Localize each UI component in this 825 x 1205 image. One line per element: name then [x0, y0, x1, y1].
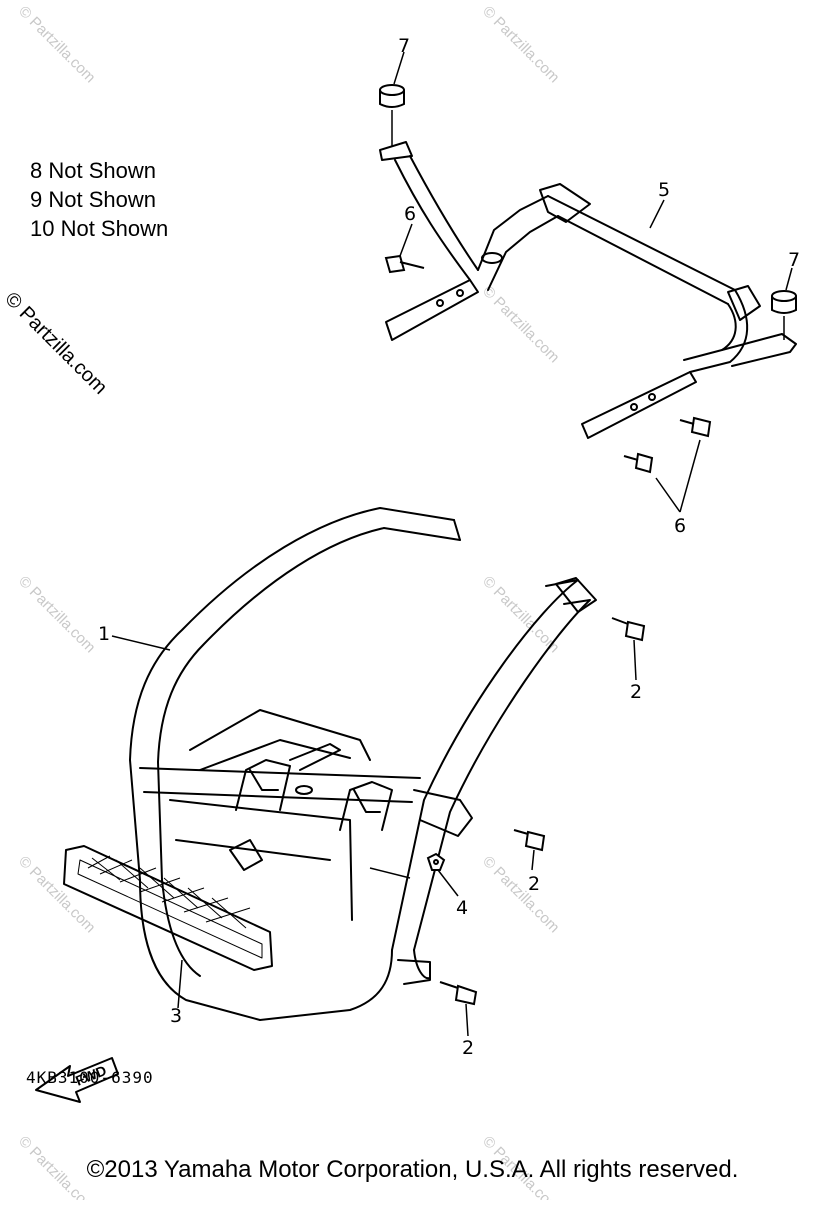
callout-5: 5: [658, 179, 670, 201]
watermark-tile: © Partzilla.com: [479, 283, 562, 366]
callout-2: 2: [462, 1037, 474, 1059]
grille-part-3: [63, 845, 273, 971]
watermark-tile: © Partzilla.com: [15, 3, 98, 86]
rubber-cap-part-7-left: [379, 84, 405, 108]
watermark-tile: © Partzilla.com: [15, 573, 98, 656]
leader-lines-bottom: [111, 635, 637, 1037]
callout-6: 6: [674, 515, 686, 537]
callout-4: 4: [456, 897, 468, 919]
callout-2: 2: [630, 681, 642, 703]
watermark-tile: © Partzilla.com: [479, 3, 562, 86]
bolt-part-6: [384, 254, 712, 474]
callout-6: 6: [404, 203, 416, 225]
note-line: 8 Not Shown: [30, 158, 156, 183]
callout-7: 7: [788, 249, 800, 271]
not-shown-notes: 8 Not Shown 9 Not Shown 10 Not Shown: [30, 156, 168, 243]
part-number: 4KB3100-6390: [26, 1068, 154, 1087]
watermark-tile: © Partzilla.com: [479, 853, 562, 936]
callout-7: 7: [398, 35, 410, 57]
front-guard-part-1: [129, 507, 597, 1021]
note-line: 9 Not Shown: [30, 187, 156, 212]
callout-2: 2: [528, 873, 540, 895]
leader-lines-top: [391, 51, 793, 513]
copyright-notice: ©2013 Yamaha Motor Corporation, U.S.A. A…: [86, 1156, 739, 1183]
washer-part-4: [426, 852, 446, 871]
rear-guard-part-5: [379, 141, 797, 439]
fwd-arrow-icon: FWD: [35, 1057, 119, 1103]
callout-3: 3: [170, 1005, 182, 1027]
bolt-part-2: [439, 617, 646, 1006]
rubber-cap-part-7-right: [771, 290, 797, 314]
callout-labels: 7 5 7 6 6 1 2 2 4 3 2: [98, 35, 800, 1059]
note-line: 10 Not Shown: [30, 216, 169, 241]
callout-1: 1: [98, 623, 110, 645]
